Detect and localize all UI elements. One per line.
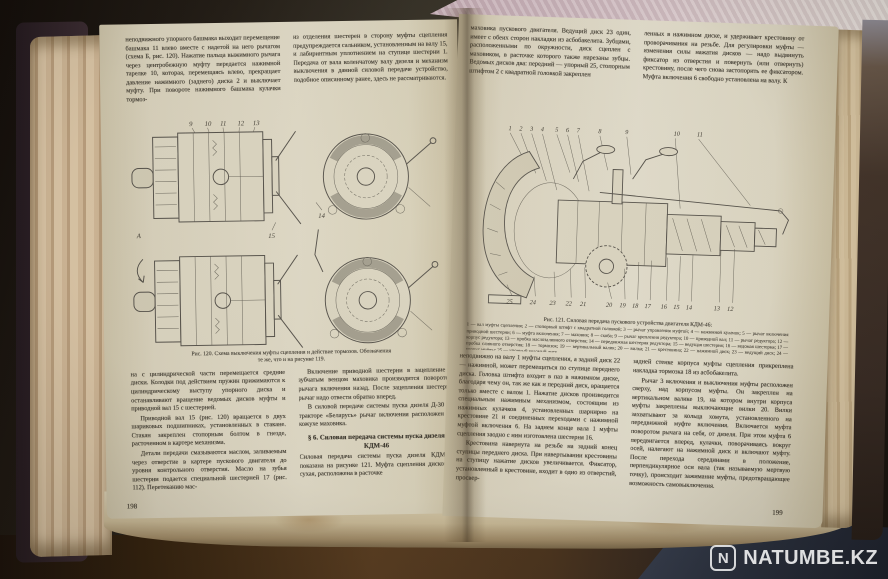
figure-callout: 9 <box>189 121 193 128</box>
figure-callout: 12 <box>237 120 244 127</box>
left-page-bottom-text: на с цилиндрической части перемещается с… <box>131 366 455 491</box>
left-page: неподвижного упорного башмака выходит пе… <box>99 19 465 519</box>
paragraph: Детали передачи смазываются маслом, зали… <box>131 447 287 492</box>
right-page: маховика пускового двигателя. Ведущий ди… <box>442 14 839 529</box>
figure-callout: 1 <box>508 125 511 132</box>
figure-callout: 10 <box>205 121 212 128</box>
figure-callout: 6 <box>566 127 570 134</box>
figure-callout: 18 <box>632 303 639 310</box>
figure-120-caption: Рис. 120. Схема выключения муфты сцеплен… <box>130 347 452 367</box>
paragraph: ленных в нажимном диске, и удерживает кр… <box>642 30 805 85</box>
page-number-left: 198 <box>126 502 138 511</box>
figure-callout: 12 <box>727 306 733 313</box>
paragraph: неподвижно на валу 1 муфты сцепления, а … <box>456 352 621 442</box>
figure-callout: 8 <box>598 128 602 135</box>
paragraph: В силовой передаче системы пуска дизеля … <box>298 401 454 429</box>
left-page-top-text: неподвижного упорного башмака выходит пе… <box>125 31 448 114</box>
paragraph: из отделения шестерен в сторону муфты сц… <box>292 31 448 84</box>
figure-callout: 13 <box>253 120 260 127</box>
figure-callout: 23 <box>549 300 555 307</box>
page-number-right: 199 <box>772 508 783 518</box>
natumbe-logo-icon: N <box>710 545 737 571</box>
figure-callout: 11 <box>220 121 226 128</box>
figure-callout: 14 <box>686 304 692 311</box>
figure-callout: 19 <box>619 302 626 309</box>
figure-callout: 11 <box>697 131 703 138</box>
figure-120: 9 10 11 12 13 А 15 14 <box>127 113 453 350</box>
figure-callout: 14 <box>318 213 325 220</box>
figure-callout: 3 <box>529 126 533 133</box>
right-page-top-text: маховика пускового двигателя. Ведущий ди… <box>468 24 805 117</box>
figure-callout: 21 <box>580 301 586 308</box>
figure-callout: 16 <box>661 304 668 311</box>
figure-callout: 4 <box>541 126 544 133</box>
paragraph: Силовая передача системы пуска дизеля КД… <box>299 451 455 478</box>
paragraph: Крестовина навернута на резьбе на задний… <box>455 439 618 482</box>
paragraph: на с цилиндрической части перемещается с… <box>130 368 286 413</box>
figure-callout: 24 <box>530 299 536 306</box>
figure-label: А <box>136 233 142 240</box>
figure-callout: 22 <box>565 300 571 307</box>
paragraph: маховика пускового двигателя. Ведущий ди… <box>469 24 632 79</box>
caption-line: те же, что и на рисунке 119. <box>257 356 326 364</box>
figure-callout: 13 <box>714 305 720 312</box>
paragraph: Рычаг 3 включения и выключения муфты рас… <box>628 376 793 490</box>
figure-121-drawing: 1 2 3 4 5 6 7 8 9 10 11 <box>482 125 789 313</box>
figure-callout: 7 <box>577 127 581 134</box>
figure-callout: 10 <box>674 131 681 138</box>
section-heading: § 6. Силовая передача системы пуска дизе… <box>307 432 445 450</box>
figure-121: 1 2 3 4 5 6 7 8 9 10 11 <box>461 110 802 323</box>
watermark-text: NATUMBE.KZ <box>743 546 878 569</box>
paragraph: Приводной вал 15 (рис. 120) вращается в … <box>131 412 287 448</box>
figure-callout: 9 <box>625 129 629 136</box>
right-page-bottom-text: неподвижно на валу 1 муфты сцепления, а … <box>455 353 794 512</box>
figure-callout: 25 <box>506 298 512 305</box>
figure-callout: 5 <box>555 127 558 134</box>
figure-callout: 15 <box>268 233 275 240</box>
figure-callout: 20 <box>606 302 613 309</box>
figure-callout: 17 <box>644 303 651 310</box>
watermark: N NATUMBE.KZ <box>710 545 878 571</box>
figure-callout: 2 <box>519 125 522 132</box>
figure-120-drawing: 9 10 11 12 13 А 15 14 <box>127 120 453 350</box>
paragraph: неподвижного упорного башмака выходит пе… <box>125 34 281 104</box>
paragraph: Включение приводной шестерни в зацеплени… <box>298 366 453 402</box>
figure-callout: 15 <box>673 304 679 311</box>
